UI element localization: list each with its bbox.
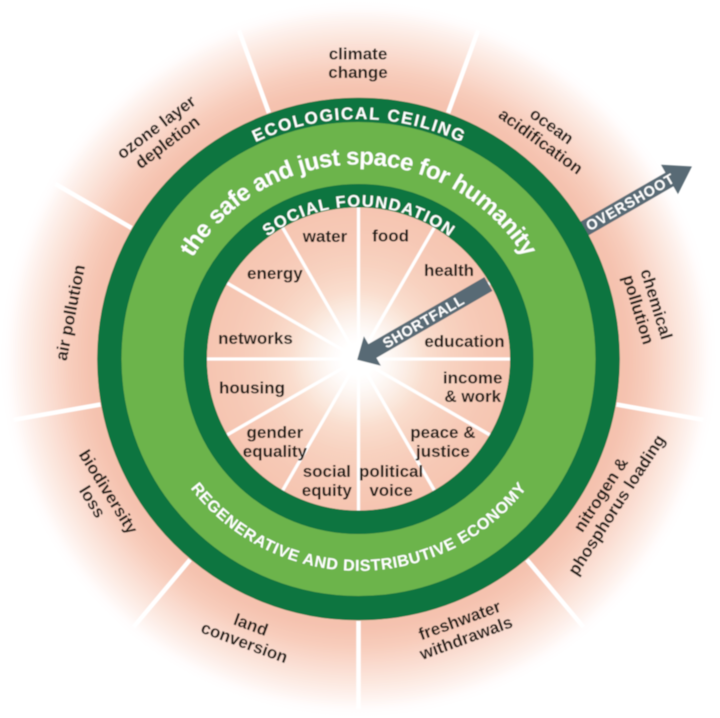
svg-text:social: social xyxy=(303,462,351,481)
svg-text:energy: energy xyxy=(247,264,303,283)
svg-text:peace &: peace & xyxy=(410,423,475,442)
svg-text:voice: voice xyxy=(369,481,412,500)
svg-text:education: education xyxy=(424,332,504,351)
svg-text:food: food xyxy=(372,227,409,246)
svg-text:justice: justice xyxy=(415,442,470,461)
svg-text:gender: gender xyxy=(247,423,304,442)
svg-text:networks: networks xyxy=(218,329,293,348)
svg-text:health: health xyxy=(424,261,474,280)
svg-text:& work: & work xyxy=(444,387,501,406)
svg-text:water: water xyxy=(302,227,348,246)
svg-text:equity: equity xyxy=(302,481,353,500)
svg-text:housing: housing xyxy=(219,378,285,397)
svg-text:political: political xyxy=(359,462,423,481)
svg-text:equality: equality xyxy=(243,442,308,461)
svg-text:income: income xyxy=(443,368,503,387)
